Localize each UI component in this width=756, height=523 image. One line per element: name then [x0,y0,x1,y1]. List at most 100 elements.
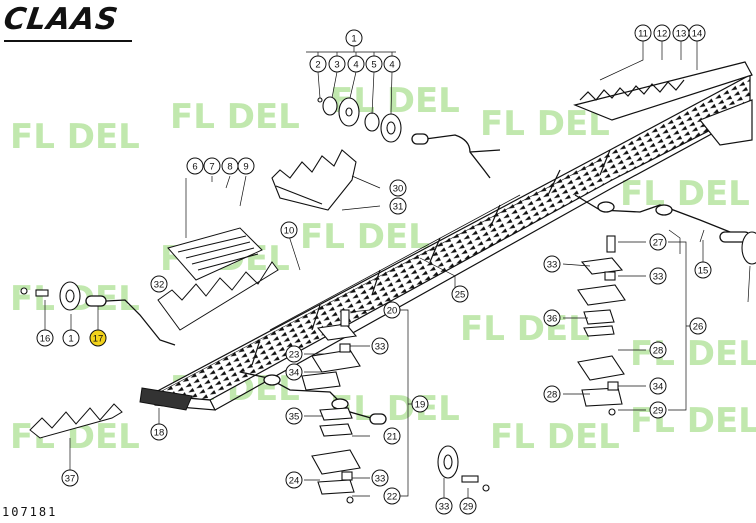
callout-circle [237,157,255,175]
watermark-text: FL DEL [170,97,300,137]
bearing-assembly-right [577,235,626,416]
callout-circle [150,423,168,441]
callout-circle [389,197,407,215]
watermark-text: FL DEL [10,117,140,157]
callout-number: 35 [289,412,300,423]
callout-number: 33 [375,474,386,485]
callout-32: 32 [150,275,168,293]
callout-circle [543,385,561,403]
callout-number: 17 [93,334,104,345]
callout-1: 1 [62,329,80,347]
callout-circle [649,267,667,285]
callout-13: 13 [672,24,690,42]
callout-number: 29 [653,406,664,417]
callout-7: 7 [203,157,221,175]
drawing-number: 107181 [2,505,58,519]
callout-30: 30 [389,179,407,197]
callout-15: 15 [694,261,712,279]
straw-walker-body [147,61,753,411]
bearing-assembly-center [301,309,361,504]
callout-circle [389,179,407,197]
crankshaft-lower [85,295,387,425]
callout-number: 4 [389,60,394,71]
callout-circle [451,285,469,303]
callout-number: 1 [68,334,73,345]
callout-number: 36 [547,314,558,325]
callout-33: 33 [371,469,389,487]
callout-number: 10 [284,226,295,237]
callout-6: 6 [186,157,204,175]
watermark-text: FL DEL [300,217,430,257]
callout-number: 28 [653,346,664,357]
hub-flange-left [20,281,81,311]
callout-circle [435,497,453,515]
callout-circle [649,401,667,419]
callout-circle [150,275,168,293]
callout-number: 22 [387,492,398,503]
watermark-text: FL DEL [490,417,620,457]
callout-number: 27 [653,238,664,249]
callout-circle [459,497,477,515]
callout-circle [309,55,327,73]
comb-plate-32 [157,261,279,331]
callout-number: 20 [387,306,398,317]
callout-26: 26 [689,317,707,335]
callout-33: 33 [543,255,561,273]
callout-35: 35 [285,407,303,425]
callout-18: 18 [150,423,168,441]
callout-circle [89,329,107,347]
callout-33: 33 [371,337,389,355]
callout-24: 24 [285,471,303,489]
callout-number: 19 [415,400,426,411]
callout-number: 28 [547,390,558,401]
callout-circle [186,157,204,175]
callout-number: 34 [289,368,300,379]
callout-number: 33 [439,502,450,513]
watermark-text: FL DEL [330,389,460,429]
callout-number: 34 [653,382,664,393]
callout-circle [649,377,667,395]
callout-8: 8 [221,157,239,175]
callout-33: 33 [435,497,453,515]
callout-28: 28 [543,385,561,403]
serrated-plate-30 [271,149,357,211]
callout-circle [653,24,671,42]
callout-circle [649,341,667,359]
callout-22: 22 [383,487,401,505]
callout-number: 9 [243,162,248,173]
callout-circle [383,301,401,319]
callout-number: 12 [657,29,668,40]
hub-flange-right [741,231,756,265]
callout-number: 37 [65,474,76,485]
callout-number: 33 [375,342,386,353]
callout-number: 23 [289,350,300,361]
callout-circle [280,221,298,239]
callout-17: 17 [89,329,107,347]
callout-36: 36 [543,309,561,327]
watermark-text: FL DEL [630,334,756,374]
callout-number: 2 [315,60,320,71]
callout-33: 33 [649,267,667,285]
callout-number: 4 [353,60,358,71]
callout-27: 27 [649,233,667,251]
callout-20: 20 [383,301,401,319]
callout-number: 18 [154,428,165,439]
callout-34: 34 [649,377,667,395]
callout-circle [345,29,363,47]
callout-number: 16 [40,334,51,345]
callout-circle [543,309,561,327]
callout-number: 30 [393,184,404,195]
callout-9: 9 [237,157,255,175]
callout-12: 12 [653,24,671,42]
callout-circle [61,469,79,487]
callout-circle [365,55,383,73]
callout-circle [694,261,712,279]
logo-underline [4,40,132,42]
callout-5: 5 [365,55,383,73]
callout-circle [689,317,707,335]
callout-number: 3 [334,60,339,71]
watermark-text: FL DEL [460,309,590,349]
